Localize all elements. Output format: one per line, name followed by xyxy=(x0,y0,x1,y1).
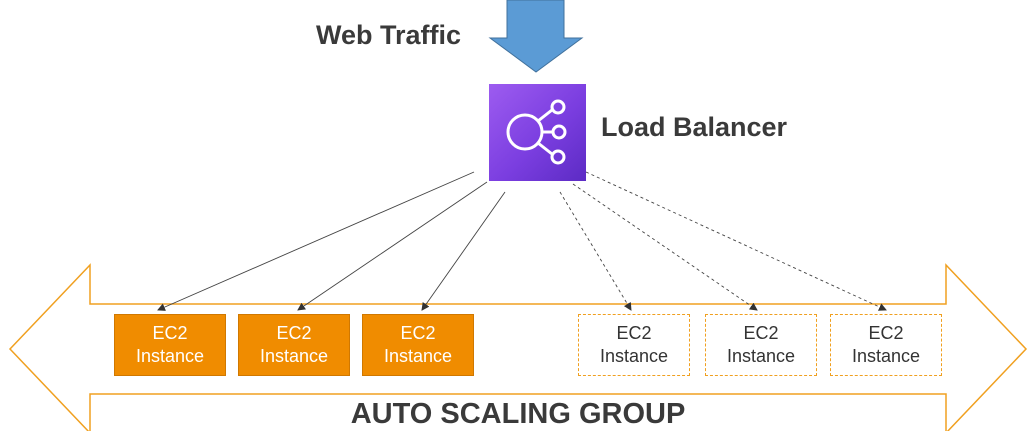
ec2-instance-line2: Instance xyxy=(259,346,329,366)
connector-line-6 xyxy=(585,171,887,311)
ec2-instance-line1: EC2 xyxy=(400,323,436,343)
connector-line-5 xyxy=(572,183,758,311)
ec2-instance-line2: Instance xyxy=(383,346,453,366)
ec2-instance-6: EC2 Instance xyxy=(830,314,942,376)
ec2-instance-3: EC2 Instance xyxy=(362,314,474,376)
connector-line-1 xyxy=(157,171,475,311)
ec2-instance-line2: Instance xyxy=(726,346,796,366)
ec2-instance-line1: EC2 xyxy=(743,323,779,343)
connector-line-2 xyxy=(297,181,488,311)
ec2-instance-line1: EC2 xyxy=(276,323,312,343)
down-arrow-icon xyxy=(488,0,584,73)
web-traffic-label: Web Traffic xyxy=(316,20,462,50)
ec2-instance-2: EC2 Instance xyxy=(238,314,350,376)
auto-scaling-double-arrow xyxy=(8,263,1028,431)
ec2-instance-line2: Instance xyxy=(851,346,921,366)
load-balancer-icon xyxy=(489,84,586,181)
ec2-instance-line2: Instance xyxy=(135,346,205,366)
connector-line-3 xyxy=(421,191,506,311)
ec2-instance-5: EC2 Instance xyxy=(705,314,817,376)
connector-line-4 xyxy=(559,191,632,311)
ec2-instance-line1: EC2 xyxy=(868,323,904,343)
ec2-instance-1: EC2 Instance xyxy=(114,314,226,376)
auto-scaling-group-label: AUTO SCALING GROUP xyxy=(350,398,686,430)
ec2-instance-line1: EC2 xyxy=(616,323,652,343)
ec2-instance-line2: Instance xyxy=(599,346,669,366)
load-balancer-label: Load Balancer xyxy=(601,112,788,142)
ec2-instance-line1: EC2 xyxy=(152,323,188,343)
ec2-instance-4: EC2 Instance xyxy=(578,314,690,376)
